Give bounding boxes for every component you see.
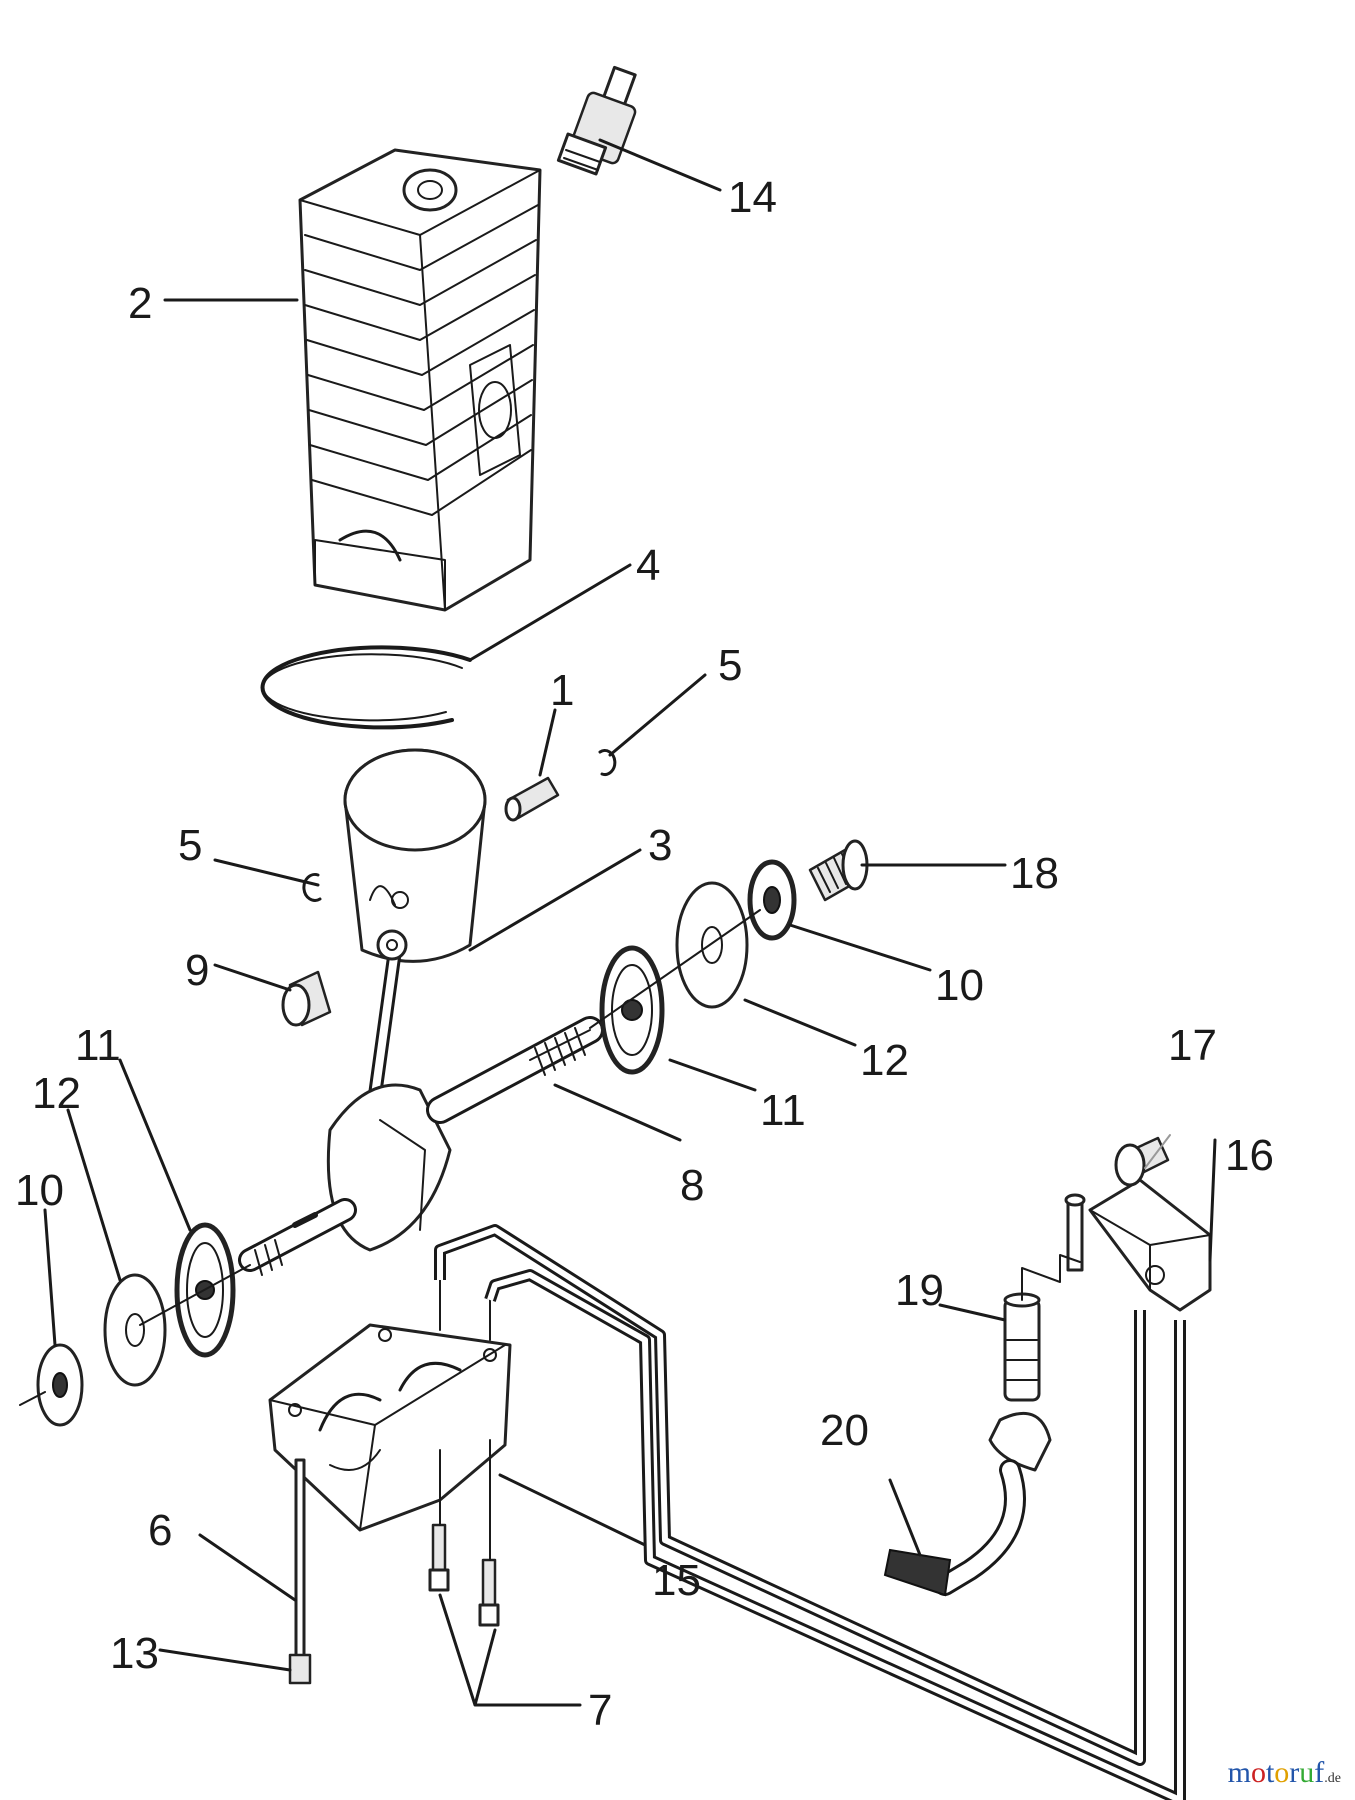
piston-ring-part[interactable] [260,645,472,730]
callout-5-right: 5 [718,641,742,690]
callout-12-left: 12 [32,1069,81,1118]
callout-3: 3 [648,821,672,870]
washer-part-left[interactable] [36,1343,84,1427]
watermark-logo: motoruf.de [1228,1756,1341,1790]
callout-20: 20 [820,1406,869,1455]
piston-pin-part[interactable] [504,776,560,822]
callout-10-right: 10 [935,961,984,1010]
bracket-part[interactable] [1064,1178,1212,1312]
callout-6: 6 [148,1506,172,1555]
watermark-letter: o [1274,1756,1290,1789]
callout-16: 16 [1225,1131,1274,1180]
callout-17: 17 [1168,1021,1217,1070]
bracket-bolt-part[interactable] [1114,1136,1170,1187]
fuel-filter-part[interactable] [883,1548,952,1597]
spark-plug-part[interactable] [556,65,637,176]
needle-bearing-part[interactable] [281,970,332,1027]
assembly-guide-lines [434,1134,1186,1800]
callout-9: 9 [185,946,209,995]
callout-7: 7 [588,1686,612,1735]
circlip-part-right[interactable] [598,749,617,776]
leader-lines [43,138,1217,1707]
callout-13: 13 [110,1629,159,1678]
seal-part-left[interactable] [103,1273,167,1387]
piston-part[interactable] [343,748,487,963]
bearing-part-right[interactable] [599,945,665,1075]
callout-11-right: 11 [760,1086,806,1135]
callout-18: 18 [1010,849,1059,898]
watermark-letter: f [1314,1756,1325,1789]
spring-nut-part[interactable] [808,839,869,902]
screw-part-a[interactable] [428,1523,450,1592]
callout-19: 19 [895,1266,944,1315]
watermark-letter: t [1265,1756,1275,1789]
watermark-letter: u [1299,1756,1315,1789]
intake-tube-part[interactable] [934,1292,1052,1596]
callout-1: 1 [550,666,574,715]
crankcase-part[interactable] [268,1323,512,1532]
callout-2: 2 [128,279,152,328]
callout-10-left: 10 [15,1166,64,1215]
watermark-letter: r [1289,1756,1300,1789]
callout-11-left: 11 [75,1021,121,1070]
watermark-letter: m [1227,1756,1251,1789]
screw-part-b[interactable] [478,1558,500,1627]
watermark-letter: o [1250,1756,1266,1789]
crankshaft-part[interactable] [238,929,604,1276]
watermark-tld: .de [1324,1771,1341,1786]
circlip-part-left[interactable] [302,872,322,902]
bolt-part-long[interactable] [288,1458,312,1685]
seal-part-right[interactable] [675,881,749,1009]
callout-12-right: 12 [860,1036,909,1085]
callout-15: 15 [652,1556,701,1605]
cylinder-part[interactable] [298,148,542,612]
callout-8: 8 [680,1161,704,1210]
callout-5-left: 5 [178,821,202,870]
callout-4: 4 [636,541,660,590]
callout-14: 14 [728,173,777,222]
washer-part-right[interactable] [747,859,797,941]
